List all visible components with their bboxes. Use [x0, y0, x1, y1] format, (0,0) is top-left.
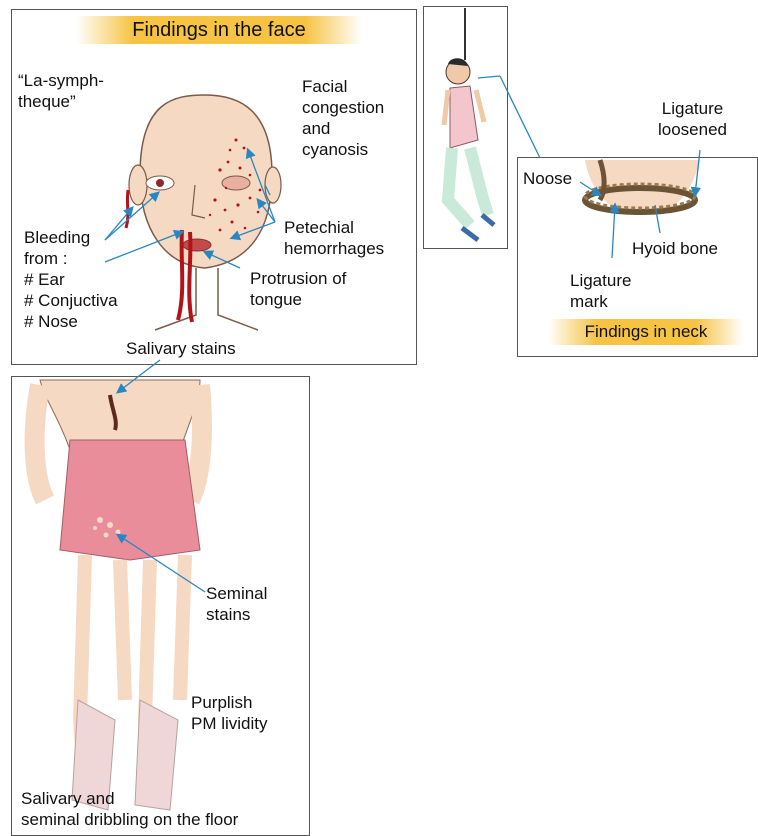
ligature-mark-label: Ligature mark	[570, 270, 631, 312]
noose-label: Noose	[523, 168, 572, 189]
neck-findings-title: Findings in neck	[548, 319, 744, 345]
dribbling-label: Salivary and seminal dribbling on the fl…	[21, 788, 238, 830]
face-findings-title: Findings in the face	[76, 16, 362, 44]
hanging-figure-illustration	[444, 8, 540, 240]
pm-lividity-label: Purplish PM lividity	[191, 692, 268, 734]
la-symph-theque-label: “La-symph- theque”	[18, 70, 104, 112]
body-illustration	[35, 380, 202, 810]
ligature-loosened-label: Ligature loosened	[658, 98, 727, 140]
bleeding-label: Bleeding from : # Ear # Conjuctiva # Nos…	[24, 227, 118, 332]
salivary-stains-label: Salivary stains	[126, 338, 236, 359]
facial-congestion-label: Facial congestion and cyanosis	[302, 76, 384, 160]
protrusion-tongue-label: Protrusion of tongue	[250, 268, 346, 310]
hyoid-bone-label: Hyoid bone	[632, 238, 718, 259]
seminal-stains-label: Seminal stains	[206, 583, 267, 625]
petechial-hemorrhages-label: Petechial hemorrhages	[284, 217, 384, 259]
